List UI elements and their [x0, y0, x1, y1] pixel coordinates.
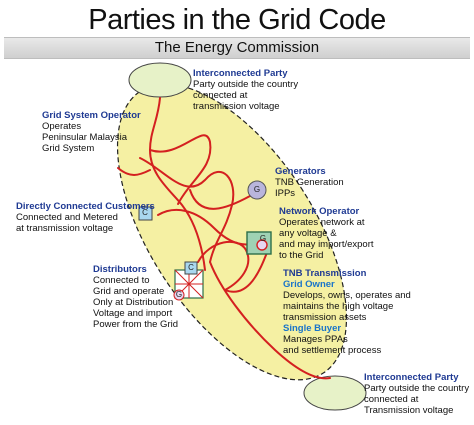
distributor-c-badge: C — [188, 263, 194, 272]
generators-heading: Generators — [275, 166, 326, 177]
distributors: Distributors Connected to Grid and opera… — [93, 264, 178, 330]
tnb-transmission: TNB Transmission Grid Owner Develops, ow… — [283, 268, 411, 356]
interconnected-party-top: Interconnected Party Party outside the c… — [193, 68, 299, 112]
grid-system-operator: Grid System Operator Operates Peninsular… — [42, 110, 141, 154]
directly-connected-heading: Directly Connected Customers — [16, 201, 155, 212]
page-subtitle: The Energy Commission — [154, 39, 320, 56]
interconnected-bubble-top — [128, 62, 192, 98]
distributors-heading: Distributors — [93, 264, 147, 275]
network-operator: Network Operator Operates network at any… — [279, 206, 374, 261]
directly-connected-customers: Directly Connected Customers Connected a… — [16, 201, 155, 234]
subtitle-bar: The Energy Commission — [4, 37, 470, 59]
generator-badge: G — [253, 185, 261, 194]
grid-boundary-ellipse — [116, 83, 348, 381]
distributor-g-badge: G — [175, 290, 183, 299]
grid-lines — [117, 97, 331, 380]
single-buyer-heading: Single Buyer — [283, 323, 342, 334]
network-operator-g-badge: G — [259, 234, 267, 243]
generator-circle — [247, 180, 267, 200]
interconnected-bubble-bottom — [303, 375, 367, 411]
interconnected-top-heading: Interconnected Party — [193, 68, 288, 79]
tnb-transmission-heading: TNB Transmission — [283, 268, 367, 279]
interconnected-party-bottom: Interconnected Party Party outside the c… — [364, 372, 470, 416]
generators: Generators TNB Generation IPPs — [275, 166, 344, 199]
customer-badge: C — [142, 208, 148, 217]
customer-box — [138, 206, 153, 221]
network-operator-heading: Network Operator — [279, 206, 360, 217]
interconnected-bottom-heading: Interconnected Party — [364, 372, 459, 383]
grid-system-operator-heading: Grid System Operator — [42, 110, 141, 121]
page-title: Parties in the Grid Code — [88, 4, 386, 36]
grid-owner-heading: Grid Owner — [283, 279, 335, 290]
distributor-square — [173, 261, 204, 301]
